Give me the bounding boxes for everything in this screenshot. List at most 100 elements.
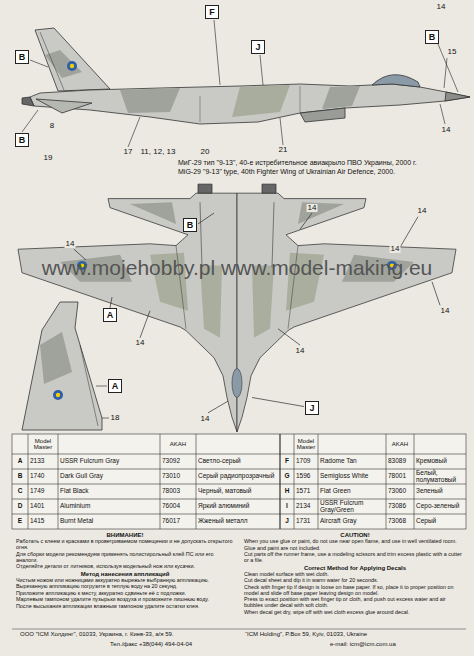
- callout-number: 11, 12, 13: [140, 148, 177, 156]
- note-heading: Метод нанесения аппликаций: [16, 571, 234, 578]
- table-cell: Серый радиопрозрачный: [198, 469, 278, 484]
- table-cell: 1740: [30, 469, 56, 484]
- color-letter: A: [14, 454, 26, 469]
- callout-number: 14: [135, 339, 146, 347]
- callout-number: 17: [123, 148, 134, 156]
- table-cell: Серо-зеленый: [416, 499, 464, 514]
- table-cell: Aircraft Gray: [320, 514, 384, 529]
- table-cell: Яркий алюминий: [198, 499, 278, 514]
- color-letter: D: [14, 499, 26, 514]
- note-heading: CAUTION!: [244, 532, 466, 539]
- note-column: ВНИМАНИЕ!Работать с клеем и красками в п…: [16, 532, 234, 611]
- color-letter: H: [282, 484, 292, 499]
- callout-box: B: [15, 133, 29, 147]
- note-text: Clean model surface with wet cloth.: [244, 572, 466, 578]
- note-text: Cut decal sheet and dip it in warm water…: [244, 578, 466, 584]
- footer-address: Тел./факс +38(044) 494-04-04: [110, 641, 192, 647]
- color-letter: F: [282, 454, 292, 469]
- note-text: Приложите аппликацию к месту, аккуратно …: [16, 591, 234, 597]
- note-text: When you use glue or paint, do not use n…: [244, 539, 466, 545]
- table-cell: 76004: [162, 499, 194, 514]
- callout-box: B: [183, 218, 197, 232]
- callout-number: 14: [390, 245, 401, 253]
- footer-address: ООО "ICM Холдинг", 01033, Украина, г. Ки…: [20, 631, 174, 637]
- table-cell: Dark Gull Gray: [60, 469, 158, 484]
- leader-lines: [22, 20, 458, 147]
- callout-box: B: [15, 50, 29, 64]
- callout-box: A: [108, 379, 122, 393]
- callout-box: B: [425, 30, 439, 44]
- note-column: CAUTION!When you use glue or paint, do n…: [244, 532, 466, 616]
- table-cell: 1731: [296, 514, 316, 529]
- note-text: Glue and paint are not included.: [244, 546, 466, 552]
- callout-number: 14: [307, 204, 318, 212]
- table-cell: Burnt Metal: [60, 514, 158, 529]
- callout-number: 19: [43, 154, 54, 162]
- caption: МиГ-29 тип "9-13", 40-е истребительное а…: [178, 159, 470, 167]
- table-cell: 1709: [296, 454, 316, 469]
- note-text: Отделяйте детали от литников, используя …: [16, 564, 234, 570]
- note-text: Чистым ножом или ножницами аккуратно выр…: [16, 578, 234, 584]
- callout-box: F: [205, 5, 219, 19]
- tail-view: [22, 302, 109, 430]
- table-cell: Aluminium: [60, 499, 158, 514]
- table-header: Model Master: [295, 434, 317, 454]
- plan-view: [18, 184, 456, 432]
- table-cell: Flat Black: [60, 484, 158, 499]
- table-cell: Светло-серый: [198, 454, 278, 469]
- callout-number: 14: [441, 126, 452, 134]
- table-cell: 1415: [30, 514, 56, 529]
- callout-number: 14: [65, 240, 76, 248]
- note-text: Press to exact position with wet finger …: [244, 597, 466, 609]
- table-cell: 78003: [162, 484, 194, 499]
- callout-box: J: [305, 401, 319, 415]
- watermark: www.mojehobby.pl www.model-making.eu: [42, 256, 433, 280]
- paint-table-grid: [12, 434, 466, 629]
- side-view: [22, 28, 470, 124]
- note-text: Cut parts off the runner frame, use a mo…: [244, 552, 466, 564]
- table-cell: 2134: [296, 499, 316, 514]
- note-text: Вырезанную аппликацию погрузите в теплую…: [16, 584, 234, 590]
- table-cell: 1749: [30, 484, 56, 499]
- table-cell: Radome Tan: [320, 454, 384, 469]
- table-cell: 78001: [388, 469, 412, 484]
- table-cell: Зеленый: [416, 484, 464, 499]
- callout-number: 18: [110, 414, 121, 422]
- color-letter: G: [282, 469, 292, 484]
- table-header: AKAH: [387, 434, 413, 454]
- color-letter: J: [282, 514, 292, 529]
- callout-letter: F: [209, 7, 215, 17]
- note-heading: ВНИМАНИЕ!: [16, 532, 234, 539]
- table-cell: Серый: [416, 514, 464, 529]
- color-letter: B: [14, 469, 26, 484]
- note-text: Марлевым тампоном удалите пузырьки возду…: [16, 597, 234, 603]
- color-letter: I: [282, 499, 292, 514]
- callout-letter: A: [112, 381, 119, 391]
- callout-letter: B: [429, 32, 436, 42]
- note-heading: Correct Method for Applying Decals: [244, 565, 466, 572]
- table-cell: 1571: [296, 484, 316, 499]
- callout-letter: J: [309, 403, 314, 413]
- table-cell: 73010: [162, 469, 194, 484]
- note-text: Для сборки модели рекомендуем применять …: [16, 552, 234, 564]
- callout-letter: B: [19, 135, 26, 145]
- table-cell: 1596: [296, 469, 316, 484]
- callout-number: 14: [417, 207, 428, 215]
- table-cell: 1401: [30, 499, 56, 514]
- callout-number: 14: [295, 347, 306, 355]
- table-cell: 73086: [388, 499, 412, 514]
- callout-number: 14: [200, 415, 211, 423]
- callout-number: 14: [440, 307, 451, 315]
- table-cell: Flat Green: [320, 484, 384, 499]
- table-cell: Белый, полуматовый: [416, 469, 464, 484]
- color-letter: E: [14, 514, 26, 529]
- table-cell: 2133: [30, 454, 56, 469]
- footer-address: e-mail: icm@icm.com.ua: [330, 641, 396, 647]
- note-text: When decal get dry, wipe off with wet cl…: [244, 610, 466, 616]
- table-cell: USSR Fulcrum Gray/Green: [320, 499, 384, 514]
- table-cell: USSR Fulcrum Gray: [60, 454, 158, 469]
- callout-number: 20: [200, 148, 211, 156]
- table-cell: Жженый металл: [198, 514, 278, 529]
- callout-number: 8: [49, 122, 55, 130]
- callout-box: J: [251, 40, 265, 54]
